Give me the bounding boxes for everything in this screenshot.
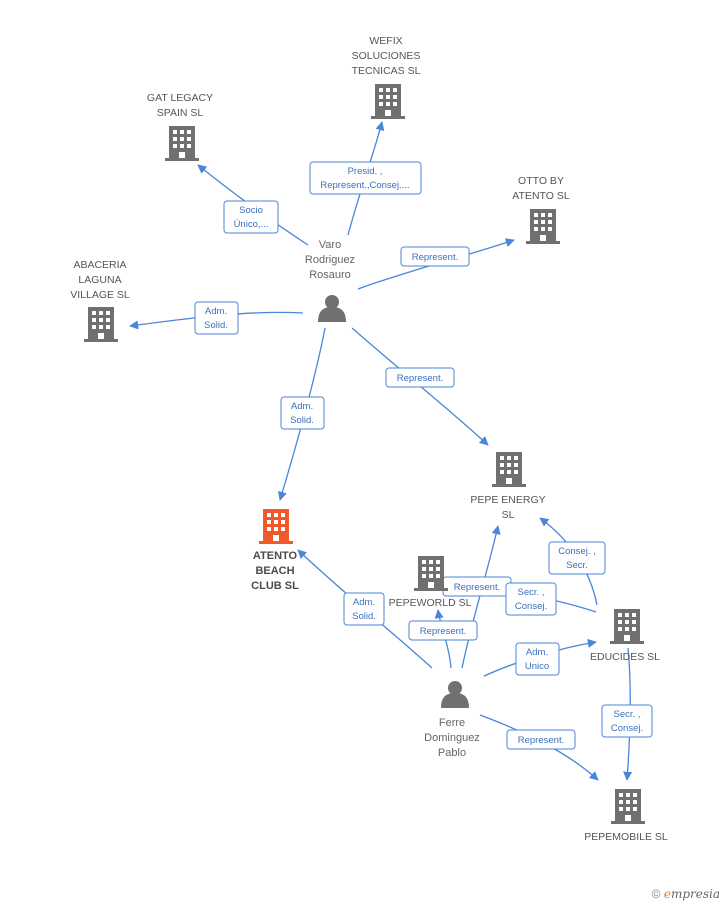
edge-label-varo-atento[interactable]: Adm. Solid. (280, 396, 325, 430)
edge-label-varo-gat[interactable]: Socio Único,... (223, 200, 279, 234)
edge-label-varo-wefix[interactable]: Presid. , Represent.,Consej.... (309, 161, 422, 195)
edge-label-line: Único,... (234, 219, 269, 230)
edge-label-line: Represent.,Consej.... (320, 180, 409, 191)
company-node-educides[interactable]: EDUCIDES SL (590, 609, 660, 663)
building-icon (371, 84, 405, 119)
company-node-abaceria[interactable]: ABACERIA LAGUNA VILLAGE SL (70, 259, 130, 342)
company-node-gat[interactable]: GAT LEGACY SPAIN SL (147, 92, 213, 161)
node-label-line: PEPE ENERGY (470, 494, 545, 506)
node-label-line: PEPEWORLD SL (389, 597, 472, 609)
edge-label-line: Represent. (454, 582, 500, 593)
person-icon (441, 681, 469, 708)
edge-label-ferre-atento[interactable]: Adm. Solid. (343, 592, 385, 626)
edge-label-line: Secr. , (518, 587, 545, 598)
person-node-varo[interactable]: Varo Rodriguez Rosauro (305, 239, 355, 322)
node-label-line: Rosauro (309, 269, 351, 281)
node-label-line: PEPEMOBILE SL (584, 831, 668, 843)
node-label-line: WEFIX (369, 35, 402, 47)
edge-label-line: Unico (525, 661, 549, 672)
edge-label-line: Consej. (611, 723, 643, 734)
node-label-line: Ferre (439, 717, 465, 729)
company-node-pepemobile[interactable]: PEPEMOBILE SL (584, 789, 668, 843)
company-node-pepeenergy[interactable]: PEPE ENERGY SL (470, 452, 546, 521)
node-label-line: EDUCIDES SL (590, 651, 660, 663)
edge-label-line: Adm. (526, 647, 548, 658)
edge-varo-pepeenergy[interactable] (351, 327, 489, 446)
building-icon (492, 452, 526, 487)
edge-label-line: Consej. (515, 601, 547, 612)
node-label-line: Pablo (438, 747, 466, 759)
edge-label-line: Represent. (412, 252, 458, 263)
node-label-line: CLUB SL (251, 580, 299, 592)
node-label-line: LAGUNA (78, 274, 121, 286)
node-label-line: GAT LEGACY (147, 92, 213, 104)
edge-label-line: Represent. (397, 373, 443, 384)
node-label-line: SOLUCIONES (352, 50, 421, 62)
node-label-line: Rodriguez (305, 254, 355, 266)
node-label-line: ATENTO SL (512, 190, 570, 202)
edge-label-varo-pepeenergy[interactable]: Represent. (385, 367, 455, 388)
edge-label-line: Consej. , (558, 546, 596, 557)
edge-label-educides-pepeenergy[interactable]: Consej. , Secr. (548, 541, 606, 575)
edge-label-ferre-pepemobile[interactable]: Represent. (506, 729, 576, 750)
building-icon (259, 509, 293, 544)
node-label-line: ATENTO (253, 550, 298, 562)
brand-logo-text: mpresia (670, 887, 720, 901)
edge-label-line: Solid. (204, 320, 228, 331)
node-label-line: OTTO BY (518, 175, 564, 187)
person-icon (318, 295, 346, 322)
edge-label-ferre-educides[interactable]: Adm. Unico (515, 642, 560, 676)
edge-label-line: Represent. (420, 626, 466, 637)
building-icon (165, 126, 199, 161)
node-label-line: Dominguez (424, 732, 480, 744)
building-icon (610, 609, 644, 644)
building-icon (84, 307, 118, 342)
edge-label-line: Solid. (352, 611, 376, 622)
company-node-otto[interactable]: OTTO BY ATENTO SL (512, 175, 570, 244)
edge-labels: Presid. , Represent.,Consej.... Socio Ún… (194, 161, 653, 750)
brand-logo-initial: e (663, 887, 671, 901)
building-icon (526, 209, 560, 244)
edge-label-ferre-pepeworld[interactable]: Represent. (408, 620, 478, 641)
edge-label-pepeworld-educides[interactable]: Secr. , Consej. (505, 582, 557, 616)
edge-label-varo-otto[interactable]: Represent. (400, 246, 470, 267)
edge-label-line: Socio (239, 205, 263, 216)
person-node-ferre[interactable]: Ferre Dominguez Pablo (424, 681, 480, 759)
edge-label-line: Represent. (518, 735, 564, 746)
company-node-atento[interactable]: ATENTO BEACH CLUB SL (251, 509, 299, 592)
node-label-line: VILLAGE SL (70, 289, 130, 301)
edge-label-educides-pepemobile[interactable]: Secr. , Consej. (601, 704, 653, 738)
edge-label-varo-abaceria[interactable]: Adm. Solid. (194, 301, 239, 335)
copyright-symbol: © (651, 887, 661, 901)
edge-label-line: Solid. (290, 415, 314, 426)
edge-label-line: Adm. (291, 401, 313, 412)
node-label-line: SL (502, 509, 515, 521)
edge-label-line: Secr. , (614, 709, 641, 720)
building-icon (414, 556, 448, 591)
node-label-line: TECNICAS SL (352, 65, 421, 77)
footer-brand: © empresia (652, 887, 720, 901)
edge-label-line: Presid. , (348, 166, 383, 177)
node-label-line: Varo (319, 239, 341, 251)
node-label-line: SPAIN SL (157, 107, 204, 119)
edge-label-line: Adm. (353, 597, 375, 608)
edge-label-ferre-pepeenergy[interactable]: Represent. (442, 576, 512, 597)
company-node-pepeworld[interactable]: PEPEWORLD SL (389, 556, 472, 609)
building-icon (611, 789, 645, 824)
edge-label-line: Secr. (566, 560, 588, 571)
company-node-wefix[interactable]: WEFIX SOLUCIONES TECNICAS SL (352, 35, 421, 119)
edge-label-line: Adm. (205, 306, 227, 317)
node-label-line: BEACH (255, 565, 294, 577)
node-label-line: ABACERIA (73, 259, 126, 271)
